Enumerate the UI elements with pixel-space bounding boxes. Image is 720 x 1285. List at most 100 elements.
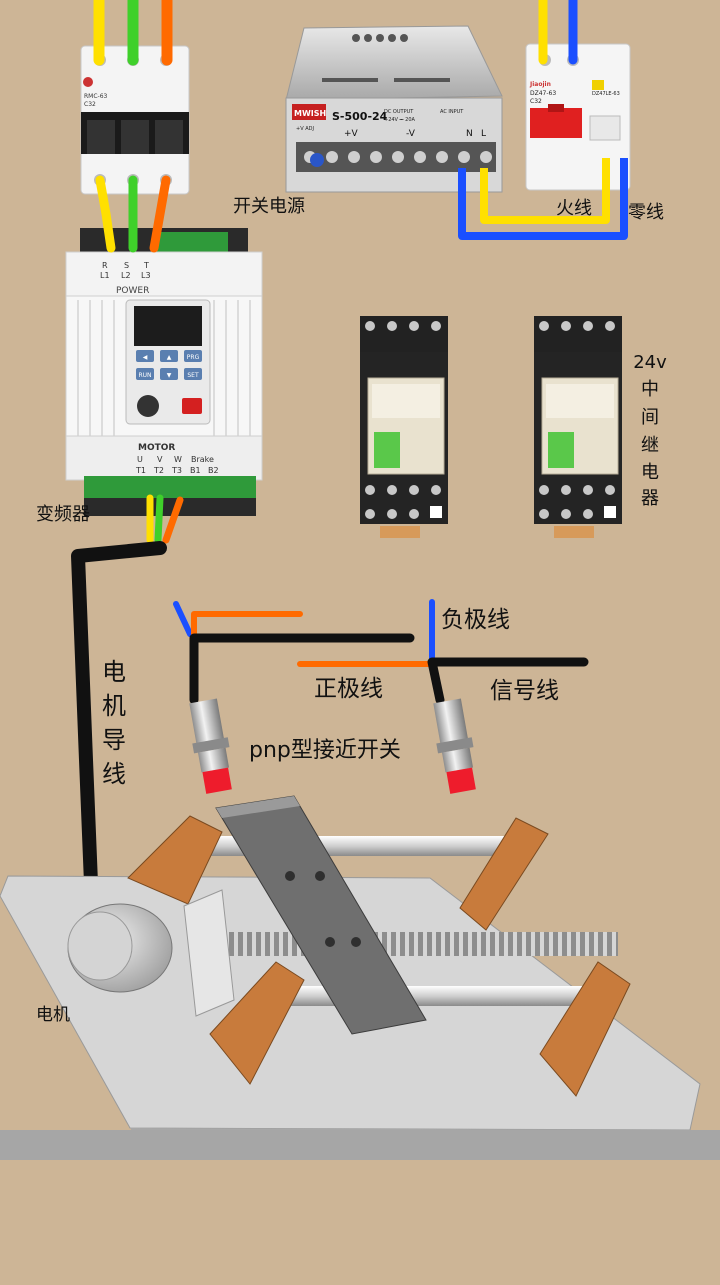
inv-display <box>134 306 202 346</box>
psu-terminal-l: L <box>481 129 486 139</box>
inv-terminal-t: T <box>143 261 149 270</box>
guide-rod-front <box>266 986 606 1006</box>
relay-left-indicator <box>374 432 400 468</box>
bracket-front-right <box>539 961 631 1097</box>
sensor-labels: 负极线 正极线 信号线 pnp型接近开关 <box>249 607 559 763</box>
label-inverter: 变频器 <box>36 504 90 525</box>
breaker-model: RMC-63 <box>84 93 108 100</box>
inv-key-up: ▲ <box>167 354 172 361</box>
bracket-back-right <box>459 817 549 931</box>
inv-key-run: RUN <box>138 372 151 379</box>
leakage-breaker: Jiaojin DZ47-63 C32 DZ47LE-63 <box>525 43 631 191</box>
label-motor-lead-char-2: 导 <box>102 726 126 754</box>
inv-terminal-u: U <box>137 455 143 464</box>
relay-right <box>534 316 622 538</box>
inv-stop-button <box>182 398 202 414</box>
label-relay-char-5: 器 <box>641 488 659 509</box>
breaker-rating: C32 <box>84 101 96 108</box>
label-motor-lead-char-0: 电 <box>102 658 126 686</box>
inv-motor-label: MOTOR <box>138 443 175 453</box>
psu-input-label: AC INPUT <box>440 109 464 115</box>
inv-terminal-v: V <box>157 455 163 464</box>
bracket-front-left <box>209 961 305 1085</box>
inv-speed-knob <box>137 395 159 417</box>
inv-keypad <box>136 350 202 380</box>
label-relay-24v: 24v <box>633 352 667 373</box>
motor-mount <box>183 889 235 1017</box>
inv-terminal-b2: B2 <box>208 466 219 475</box>
psu-terminal-n: N <box>466 129 473 139</box>
label-signal-wire: 信号线 <box>490 678 559 704</box>
label-power-supply: 开关电源 <box>233 196 305 217</box>
lead-screw <box>220 932 618 956</box>
psu-model: S-500-24 <box>332 110 388 123</box>
proximity-left-cap <box>202 767 232 794</box>
sensor-left-wires <box>173 601 415 705</box>
inv-output-terminal-block <box>84 476 256 498</box>
relay-left <box>360 316 448 538</box>
inv-terminal-t1: T1 <box>135 466 146 475</box>
psu-output-spec: +24V ⎓ 20A <box>384 117 416 123</box>
breaker-input-wires <box>93 0 173 66</box>
psu-output-label: DC OUTPUT <box>384 109 414 115</box>
proximity-switch-left <box>189 698 232 794</box>
ground-strip <box>0 1130 720 1160</box>
label-motor: 电机 <box>36 1005 70 1025</box>
label-motor-lead-char-3: 线 <box>102 760 126 788</box>
inv-terminal-r: R <box>102 261 108 270</box>
proximity-switch-right <box>433 698 476 794</box>
inv-terminal-w: W <box>174 455 182 464</box>
breaker-brand-logo <box>83 77 93 87</box>
psu-supply-wires <box>458 158 628 240</box>
label-motor-lead: 电 机 导 线 <box>102 658 126 788</box>
linear-slide <box>0 795 720 1160</box>
inv-power-label: POWER <box>116 286 149 296</box>
inverter-input-wires <box>95 175 171 253</box>
psu-vent <box>322 34 450 82</box>
inv-key-prg: PRG <box>187 354 200 361</box>
rcd-rating: C32 <box>530 98 542 105</box>
annotation-labels: 开关电源 火线 零线 变频器 电机 <box>36 196 664 1025</box>
psu-plus-v: +V <box>344 129 359 139</box>
rcd-model: DZ47-63 <box>530 90 556 97</box>
inv-key-left: ◀ <box>143 354 148 361</box>
psu-adj-label: +V ADJ <box>296 126 314 132</box>
sensor-right-wires <box>297 599 589 705</box>
relay-right-indicator <box>548 432 574 468</box>
label-relay-char-4: 电 <box>641 462 659 483</box>
label-relay-char-1: 中 <box>641 379 659 400</box>
rcd-test-button <box>592 80 604 90</box>
inverter: R S T L1 L2 L3 POWER ◀ ▲ PRG RUN ▼ SET M… <box>65 228 263 516</box>
label-relay: 24v 中 间 继 电 器 <box>633 352 667 509</box>
label-relay-char-2: 间 <box>641 407 659 428</box>
label-motor-lead-char-1: 机 <box>102 692 126 720</box>
label-relay-char-3: 继 <box>641 435 659 456</box>
inv-key-set: SET <box>187 372 199 379</box>
label-proximity-switch: pnp型接近开关 <box>249 738 401 763</box>
rcd-leak-model: DZ47LE-63 <box>592 91 620 97</box>
motor-lead-wire <box>71 541 167 915</box>
inv-terminal-b1: B1 <box>190 466 201 475</box>
rcd-handle <box>530 108 582 138</box>
switching-power-supply: MWISH S-500-24 DC OUTPUT +24V ⎓ 20A AC I… <box>285 25 503 193</box>
inv-terminal-t3: T3 <box>171 466 182 475</box>
label-positive-wire: 正极线 <box>314 676 383 702</box>
bracket-back-left <box>127 815 223 905</box>
psu-brand: MWISH <box>294 109 326 118</box>
inv-key-down: ▼ <box>167 372 172 379</box>
psu-adj-knob <box>310 153 324 167</box>
circuit-breaker: RMC-63 C32 <box>80 45 190 195</box>
rcd-input-wires <box>538 0 578 65</box>
label-live-wire: 火线 <box>556 198 592 219</box>
inv-brake-label: Brake <box>191 455 214 464</box>
psu-minus-v: -V <box>406 129 416 139</box>
inv-terminal-t2: T2 <box>153 466 164 475</box>
label-negative-wire: 负极线 <box>441 607 510 633</box>
inverter-output-wires <box>146 494 184 544</box>
inv-terminal-s: S <box>124 261 129 270</box>
label-neutral-wire: 零线 <box>628 202 664 223</box>
inv-terminal-l1: L1 <box>100 271 110 280</box>
proximity-right-cap <box>446 767 476 794</box>
